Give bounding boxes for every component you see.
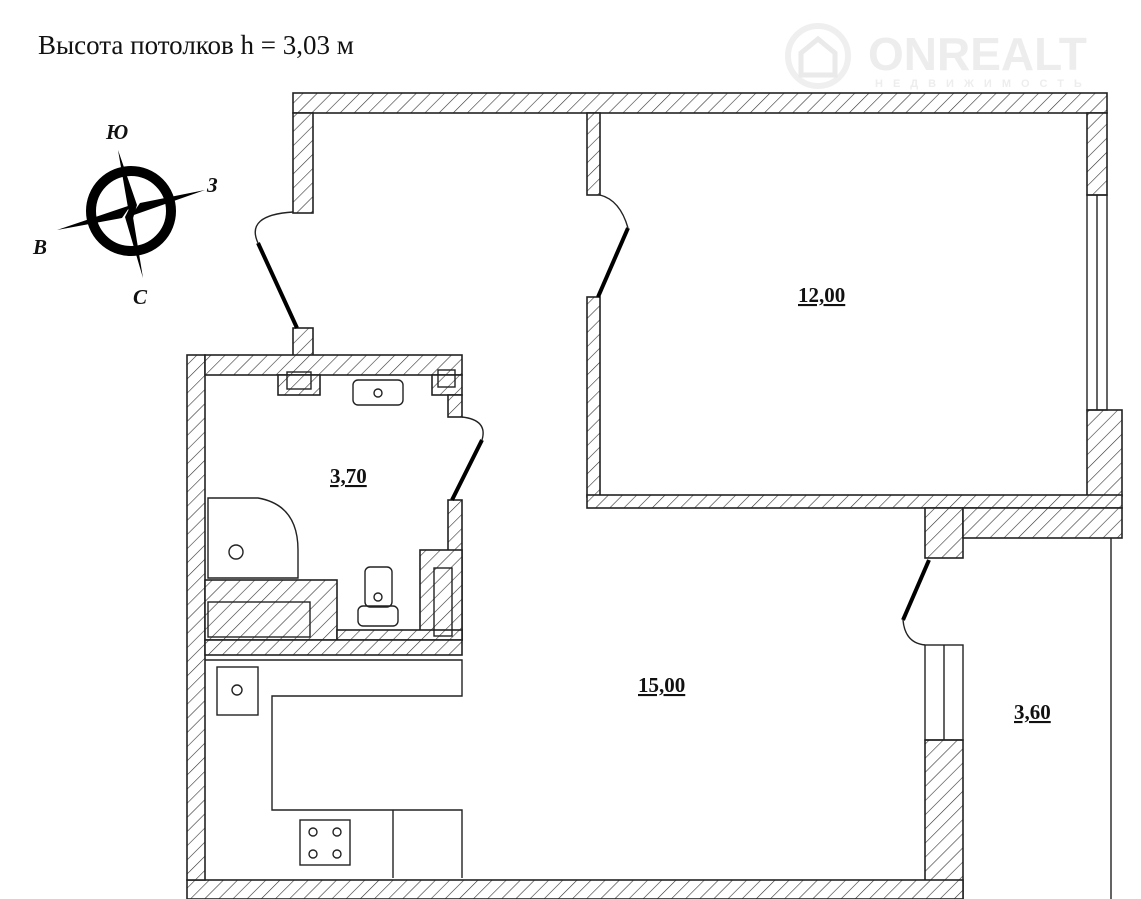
washing-machine-icon — [207, 601, 311, 638]
stove-icon — [299, 819, 351, 866]
ceiling-height-label: Высота потолков h = 3,03 м — [38, 30, 354, 60]
riser-icon — [437, 369, 456, 388]
entrance-door[interactable] — [254, 211, 299, 329]
bathroom-sink-icon — [352, 379, 404, 406]
window-room — [1086, 194, 1108, 411]
compass-north: С — [133, 285, 148, 309]
shelf-icon — [433, 567, 453, 637]
room-door[interactable] — [596, 194, 630, 298]
watermark-logo: ONREALT НЕДВИЖИМОСТЬ — [785, 23, 1092, 90]
balcony-door[interactable] — [901, 559, 931, 646]
kitchen-sink-icon — [216, 666, 259, 716]
compass-west: З — [206, 173, 218, 197]
walls — [186, 92, 1123, 899]
shower-tray-icon — [207, 497, 299, 579]
bathroom-area-label: 3,70 — [330, 464, 367, 488]
window-kitchen — [924, 644, 964, 741]
watermark-subtitle: НЕДВИЖИМОСТЬ — [875, 78, 1092, 90]
room-area-label: 12,00 — [798, 283, 845, 307]
kitchen-counter — [205, 659, 463, 878]
vent-shaft-icon — [286, 371, 312, 390]
watermark-brand: ONREALT — [868, 28, 1087, 80]
compass-east: В — [32, 235, 47, 259]
toilet-icon — [357, 566, 399, 627]
balcony-area-label: 3,60 — [1014, 700, 1051, 724]
kitchen-area-label: 15,00 — [638, 673, 685, 697]
compass-rose-icon: Ю З В С — [32, 120, 218, 309]
bathroom-door[interactable] — [450, 416, 484, 501]
compass-south: Ю — [105, 120, 128, 144]
